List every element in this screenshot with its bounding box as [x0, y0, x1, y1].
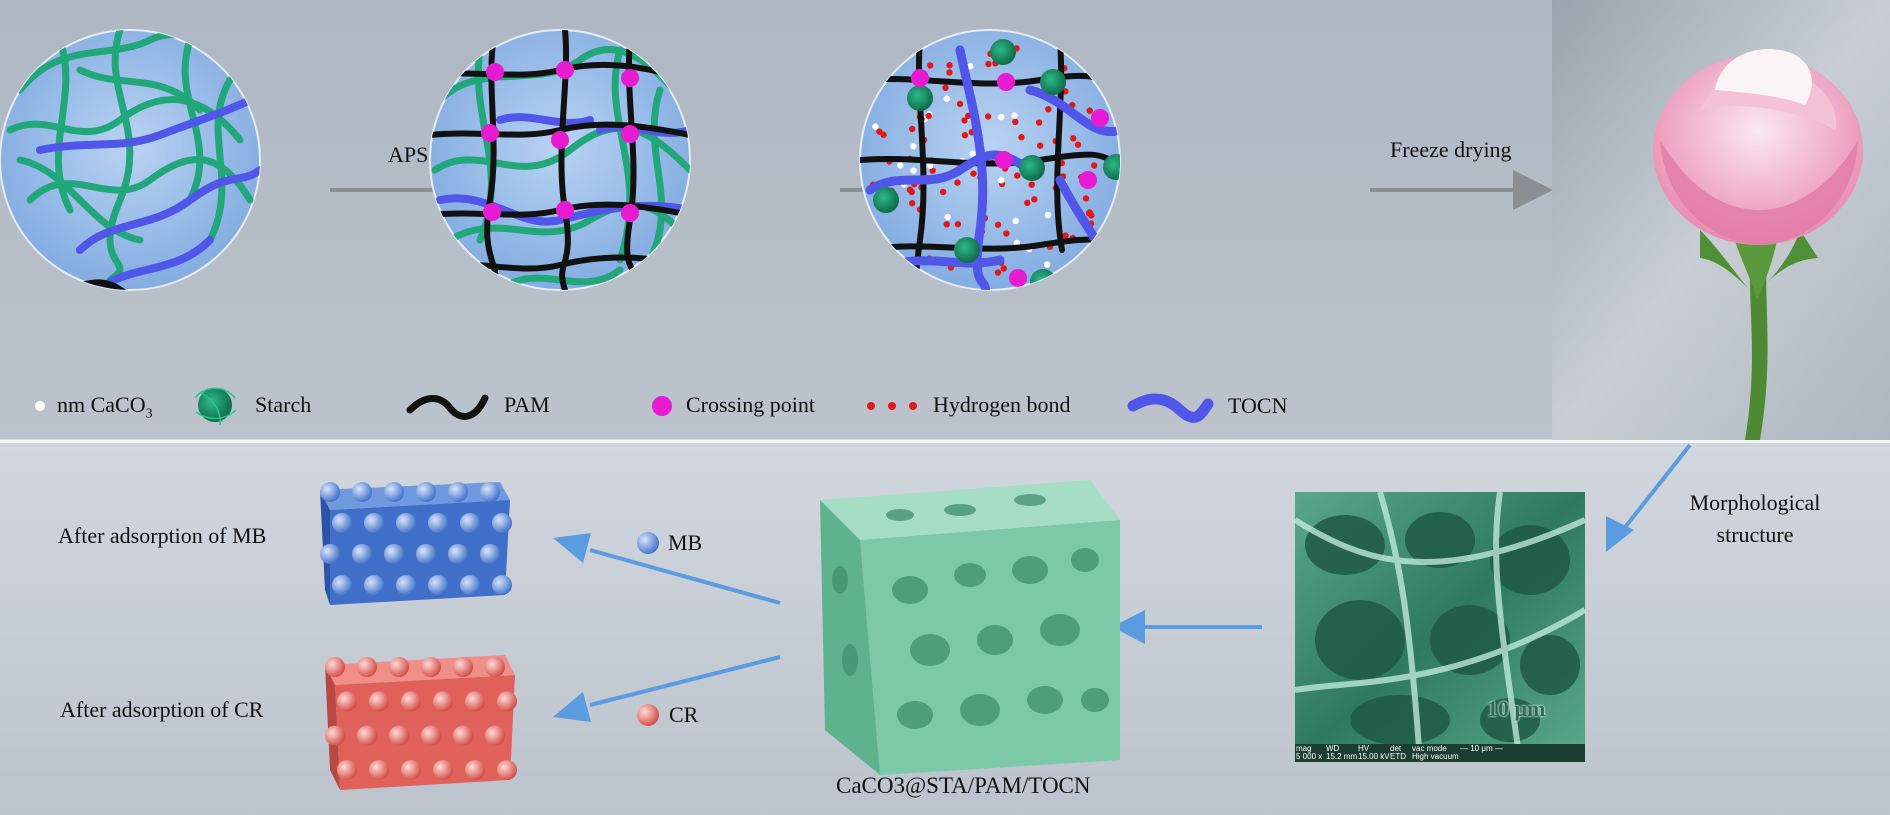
mb-dye-ball-icon: [637, 532, 659, 554]
nano-caco3-dot-icon: [35, 401, 45, 411]
aerogel-cube: [820, 480, 1120, 775]
hydrogen-bond-red-dots-icon: [867, 402, 917, 410]
arrow-label-aps: APS: [388, 142, 429, 167]
starch-ball-icon: [194, 387, 237, 426]
cr-dye-ball-icon: [637, 704, 659, 726]
cr-adsorbed-cube: [325, 655, 517, 790]
mb-adsorbed-dye-balls: [320, 482, 512, 595]
legend-label-hydrogen-bond: Hydrogen bond: [933, 392, 1071, 417]
legend-label-pam: PAM: [504, 392, 550, 417]
legend-label-tocn: TOCN: [1228, 393, 1288, 418]
aerogel-label: CaCO3@STA/PAM/TOCN: [836, 773, 1091, 798]
mb-adsorbed-cube: [320, 482, 512, 605]
tocn-blue-chain-icon: [1127, 393, 1214, 423]
flower-aerogel-photo: [1552, 0, 1890, 440]
arrow-label-freeze-drying: Freeze drying: [1390, 137, 1512, 162]
starch-granules: [873, 39, 1120, 290]
arrow-sem-to-aerogel-head: [1112, 610, 1145, 644]
legend-icons: [35, 387, 1214, 426]
cr-adsorbed-dye-balls: [325, 657, 517, 780]
mb-dye-label: MB: [668, 530, 703, 555]
cr-dye-label: CR: [669, 702, 699, 727]
legend-label-crossing-point: Crossing point: [686, 392, 815, 417]
after-cr-label: After adsorption of CR: [60, 697, 264, 722]
circle-polymerized-network: [429, 29, 691, 291]
arrow-to-cr-head: [553, 692, 591, 722]
sem-scale-label: 10 μm: [1487, 696, 1546, 721]
morphological-structure-label: Morphological structure: [1689, 490, 1821, 547]
crossing-point-magenta-dot-icon: [652, 396, 672, 416]
circle-composite-hydrogel: [859, 29, 1121, 291]
pam-black-chain-icon: [406, 394, 489, 420]
arrow-to-mb: [589, 548, 781, 605]
sem-image: [1293, 491, 1587, 763]
legend-label-starch: Starch: [255, 392, 312, 417]
arrow-morphological-head: [1606, 516, 1634, 552]
arrow-to-mb-head: [553, 533, 591, 563]
arrow-morphological: [1613, 443, 1692, 542]
sem-info-cell: — 10 μm —: [1460, 744, 1503, 753]
legend-label-nm-caco3: nm CaCO3: [57, 392, 153, 422]
arrow-to-cr: [589, 655, 781, 707]
after-mb-label: After adsorption of MB: [58, 523, 267, 548]
